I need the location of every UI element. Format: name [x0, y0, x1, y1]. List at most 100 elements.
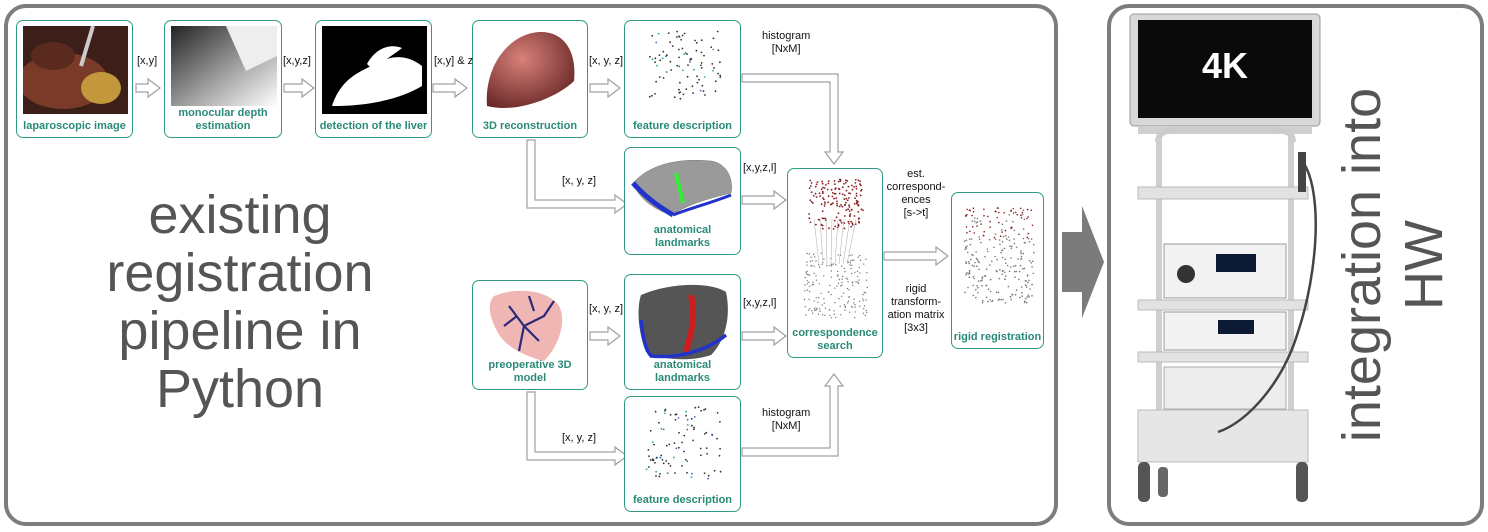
cloud-point — [967, 286, 969, 289]
cloud-point — [807, 309, 810, 311]
cloud-point — [994, 255, 996, 258]
cloud-point — [714, 80, 717, 83]
cloud-point — [971, 214, 973, 217]
cloud-point — [707, 474, 710, 477]
cloud-point — [651, 94, 653, 97]
cloud-point — [854, 317, 856, 319]
cloud-point — [1032, 260, 1034, 263]
cloud-point — [963, 240, 966, 242]
cloud-point — [1011, 293, 1013, 296]
cloud-point — [844, 305, 846, 307]
cloud-point — [983, 208, 985, 210]
cloud-point — [1020, 250, 1022, 252]
cloud-point — [1022, 228, 1025, 230]
cloud-point — [673, 442, 676, 444]
cloud-point — [820, 188, 823, 191]
cloud-point — [981, 301, 984, 304]
cloud-point — [808, 187, 811, 189]
cloud-point — [835, 316, 837, 319]
cloud-point — [1031, 283, 1033, 286]
cloud-point — [655, 457, 658, 460]
cloud-point — [815, 297, 817, 299]
cloud-point — [647, 449, 650, 451]
cloud-point — [965, 261, 967, 263]
cloud-point — [823, 187, 826, 189]
cloud-point — [987, 215, 989, 218]
cloud-point — [865, 279, 868, 281]
cloud-point — [989, 264, 991, 266]
cloud-point — [683, 53, 686, 55]
cloud-point — [973, 220, 976, 223]
cloud-point — [683, 450, 685, 453]
cloud-point — [978, 261, 981, 264]
hardware-caption-line1: integration into — [1332, 88, 1392, 442]
cloud-point — [977, 260, 980, 263]
correspondence-line — [819, 218, 824, 265]
cloud-point — [844, 215, 846, 217]
cloud-point — [822, 192, 824, 195]
cloud-point — [656, 64, 658, 67]
cloud-point — [854, 311, 856, 313]
liver-3d-mesh-icon — [486, 31, 575, 108]
correspondence-line — [846, 218, 857, 265]
cloud-point — [824, 203, 826, 205]
cloud-point — [850, 260, 852, 262]
edge-landmarks-bottom-corr: [x,y,z,l] — [743, 297, 777, 309]
cloud-point — [1002, 298, 1004, 301]
cloud-point — [860, 188, 863, 191]
cloud-point — [654, 461, 656, 464]
cloud-point — [977, 292, 979, 294]
cloud-point — [994, 238, 997, 241]
cloud-point — [681, 34, 684, 37]
cloud-point — [808, 285, 811, 288]
cloud-point — [1014, 276, 1016, 278]
cloud-point — [968, 262, 970, 265]
cloud-point — [823, 201, 826, 203]
cloud-point — [1005, 234, 1007, 237]
cloud-point — [805, 314, 807, 316]
cloud-point — [1022, 237, 1025, 240]
cloud-point — [983, 230, 985, 233]
cloud-point — [684, 52, 687, 54]
cloud-point — [995, 291, 998, 294]
cloud-point — [847, 185, 850, 188]
cloud-point — [974, 261, 976, 264]
edge-depth-detection: [x,y,z] — [283, 55, 311, 67]
cloud-point — [857, 256, 860, 258]
cloud-point — [677, 417, 680, 419]
node-correspondence-search: correspondence search — [787, 168, 883, 358]
cloud-point — [853, 259, 855, 261]
cloud-point — [1010, 227, 1012, 230]
cloud-point — [818, 192, 821, 195]
cloud-point — [810, 200, 813, 203]
cloud-point — [1012, 220, 1014, 223]
cloud-point — [971, 220, 974, 222]
correspondence-line — [834, 218, 839, 265]
cloud-point — [651, 34, 654, 37]
cloud-point — [1010, 209, 1012, 212]
cloud-point — [973, 277, 975, 280]
cloud-point — [679, 97, 682, 100]
cloud-point — [967, 251, 969, 254]
cloud-point — [1014, 294, 1017, 296]
cloud-point — [865, 309, 867, 312]
cloud-point — [965, 214, 967, 217]
cloud-point — [1011, 245, 1013, 248]
cloud-point — [976, 285, 978, 287]
cloud-point — [996, 207, 999, 209]
cloud-point — [804, 290, 806, 292]
edge-feature-bottom-histogram: histogram [NxM] — [762, 407, 811, 432]
cloud-point — [820, 223, 823, 226]
cloud-point — [855, 281, 857, 283]
cloud-point — [837, 282, 840, 285]
cloud-point — [850, 225, 853, 228]
cloud-point — [821, 304, 823, 306]
cloud-point — [700, 39, 703, 42]
cloud-point — [857, 204, 860, 206]
cloud-point — [693, 428, 695, 431]
cloud-point — [1000, 298, 1002, 301]
cloud-point — [835, 264, 837, 266]
cloud-point — [673, 96, 676, 99]
cloud-point — [813, 300, 815, 302]
cloud-point — [996, 270, 998, 273]
